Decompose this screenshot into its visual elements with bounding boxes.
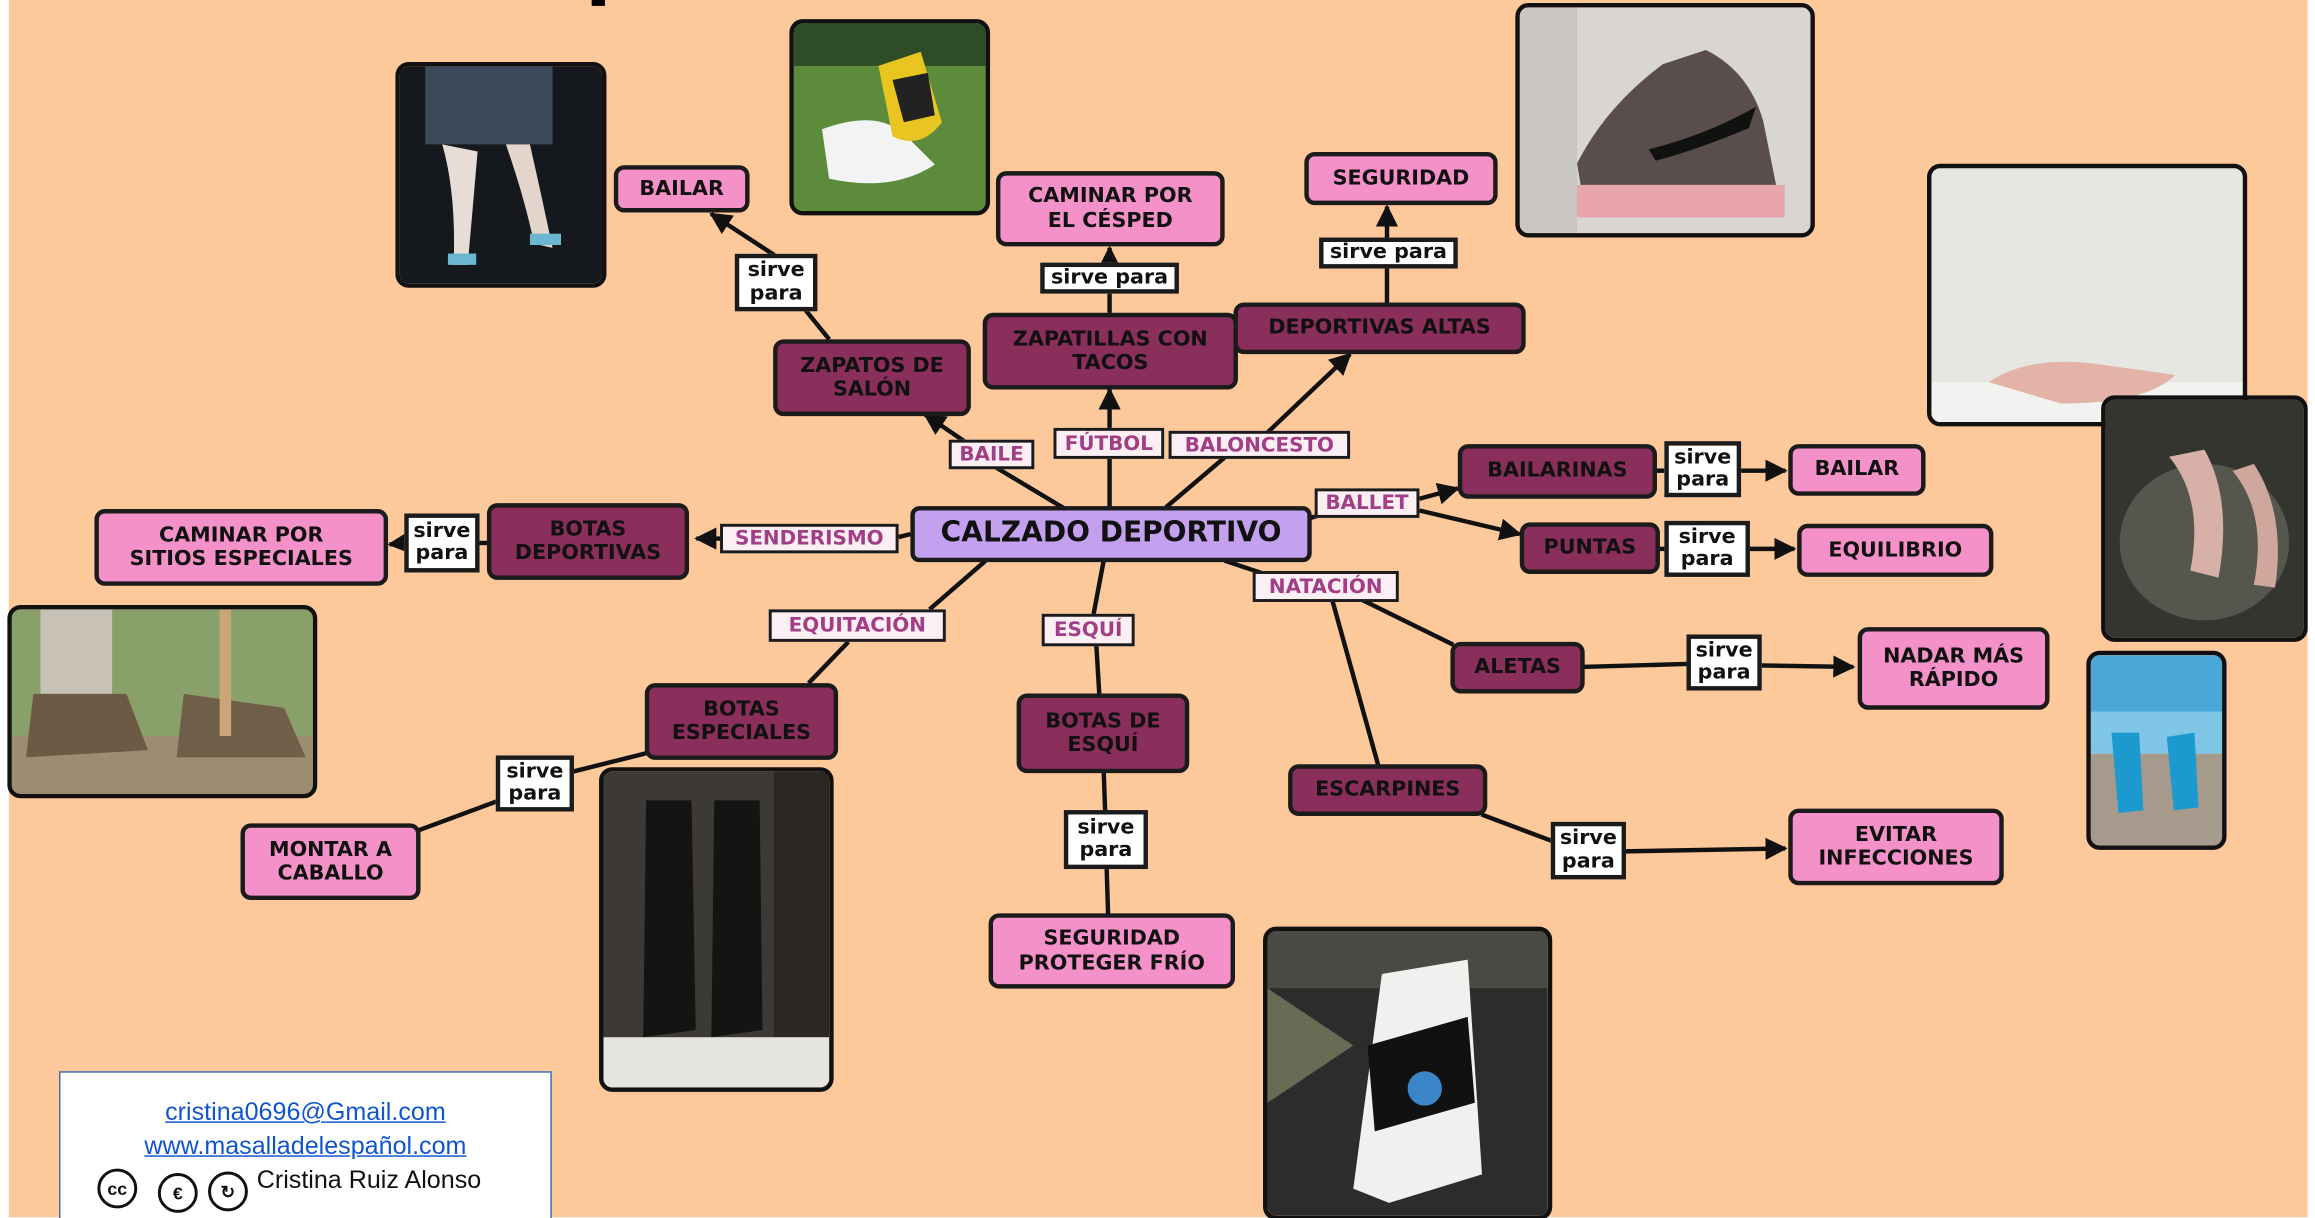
author-name: Cristina Ruiz Alonso (256, 1165, 482, 1194)
footwear-zapatillas-tacos[interactable]: ZAPATILLAS CON TACOS (982, 312, 1238, 390)
sport-label-esqui[interactable]: ESQUÍ (1041, 613, 1135, 647)
sport-label-senderismo[interactable]: SENDERISMO (720, 523, 899, 554)
sirve-para-botas-especiales: sirve para (495, 755, 574, 812)
footwear-puntas[interactable]: PUNTAS (1519, 522, 1660, 574)
non-commercial-icon: € (157, 1173, 198, 1213)
email-link[interactable]: cristina0696@Gmail.com (165, 1097, 446, 1126)
use-bailar-salon[interactable]: BAILAR (613, 165, 750, 213)
football-boots-photo (789, 19, 991, 216)
footwear-deportivas-altas[interactable]: DEPORTIVAS ALTAS (1233, 302, 1526, 355)
sirve-para-botas-deportivas: sirve para (404, 513, 480, 573)
use-evitar-infecciones[interactable]: EVITAR INFECCIONES (1788, 808, 2004, 886)
sport-label-baloncesto[interactable]: BALONCESTO (1168, 430, 1351, 459)
use-nadar-rapido[interactable]: NADAR MÁS RÁPIDO (1857, 627, 2050, 710)
sirve-para-salon: sirve para (734, 253, 818, 312)
use-montar-caballo[interactable]: MONTAR A CABALLO (240, 823, 421, 901)
use-equilibrio[interactable]: EQUILIBRIO (1797, 523, 1994, 577)
sport-label-natacion[interactable]: NATACIÓN (1252, 571, 1399, 603)
use-bailar-ballet[interactable]: BAILAR (1788, 444, 1926, 496)
sport-label-ballet[interactable]: BALLET (1314, 488, 1420, 518)
sirve-para-puntas: sirve para (1664, 520, 1750, 577)
use-seguridad-frio[interactable]: SEGURIDAD PROTEGER FRÍO (988, 913, 1235, 989)
sport-label-baile[interactable]: BAILE (948, 439, 1035, 470)
use-seguridad[interactable]: SEGURIDAD (1304, 151, 1498, 206)
sirve-para-bailarinas: sirve para (1664, 441, 1742, 498)
sirve-para-tacos: sirve para (1040, 262, 1179, 294)
use-caminar-sitios[interactable]: CAMINAR POR SITIOS ESPECIALES (94, 509, 389, 586)
footwear-aletas[interactable]: ALETAS (1450, 641, 1585, 694)
dance-heels-photo (395, 61, 607, 288)
pointe-shoes-photo (2101, 395, 2308, 642)
footwear-zapatos-salon[interactable]: ZAPATOS DE SALÓN (773, 339, 971, 417)
credit-box: cristina0696@Gmail.com www.masalladelesp… (59, 1071, 552, 1218)
footwear-escarpines[interactable]: ESCARPINES (1288, 764, 1488, 816)
footwear-botas-esqui[interactable]: BOTAS DE ESQUÍ (1016, 693, 1190, 774)
sirve-para-altas: sirve para (1319, 237, 1458, 269)
footwear-bailarinas[interactable]: BAILARINAS (1457, 444, 1657, 499)
clipped-title-fragment (591, 0, 605, 6)
riding-boots-photo (599, 767, 834, 1092)
use-caminar-cesped[interactable]: CAMINAR POR EL CÉSPED (995, 171, 1225, 247)
sirve-para-botas-esqui: sirve para (1063, 810, 1148, 870)
footwear-botas-deportivas[interactable]: BOTAS DEPORTIVAS (486, 503, 690, 580)
center-node[interactable]: CALZADO DEPORTIVO (910, 506, 1312, 563)
website-link[interactable]: www.masalladelespañol.com (144, 1131, 467, 1160)
sport-label-equitacion[interactable]: EQUITACIÓN (768, 609, 946, 642)
ski-boot-photo (1263, 926, 1553, 1218)
sirve-para-aletas: sirve para (1686, 634, 1762, 691)
ballet-flats-photo (1927, 163, 2248, 427)
cc-icon: cc (97, 1168, 138, 1209)
share-alike-icon: ↻ (208, 1171, 248, 1212)
sport-label-futbol[interactable]: FÚTBOL (1053, 427, 1165, 459)
footwear-botas-especiales[interactable]: BOTAS ESPECIALES (644, 683, 839, 760)
hiking-boots-photo (7, 604, 318, 799)
swim-fins-photo (2086, 650, 2227, 850)
sirve-para-escarpines: sirve para (1550, 821, 1627, 880)
basketball-sneaker-photo (1515, 2, 1815, 238)
